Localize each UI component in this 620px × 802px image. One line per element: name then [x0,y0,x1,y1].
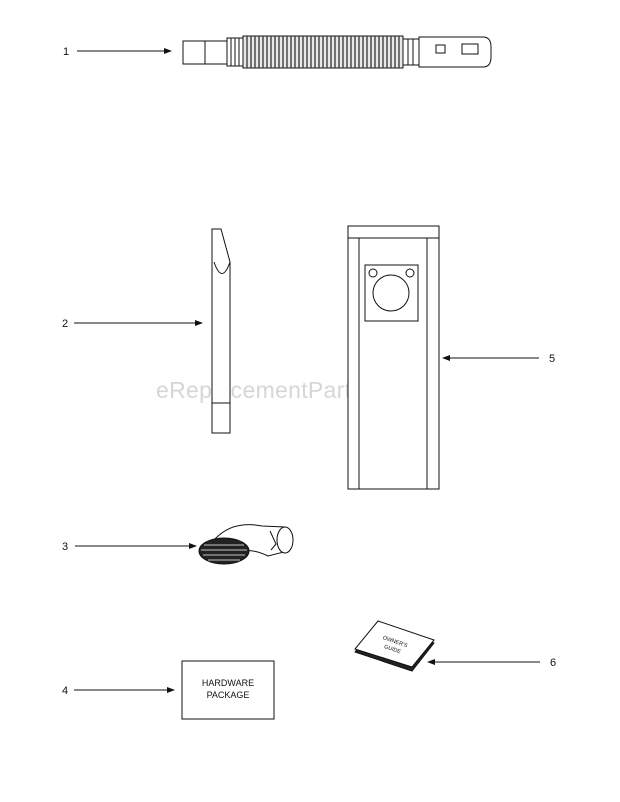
callout-4: 4 [62,685,68,697]
part-5-bag[interactable] [347,225,440,490]
part-1-hose[interactable] [182,35,492,69]
callout-3: 3 [62,541,68,553]
part-6-owners-guide[interactable]: OWNER'S GUIDE [354,620,435,672]
callout-2: 2 [62,318,68,330]
owners-guide-line2: GUIDE [383,644,402,655]
part-3-dusting-brush[interactable] [198,524,294,565]
hardware-package-line2: PACKAGE [207,690,250,700]
hardware-package-line1: HARDWARE [202,678,254,688]
callout-5: 5 [549,353,555,365]
callout-1: 1 [63,46,69,58]
part-2-crevice-tool[interactable] [211,228,231,434]
part-4-hardware-package[interactable]: HARDWARE PACKAGE [181,660,275,720]
callout-6: 6 [550,657,556,669]
